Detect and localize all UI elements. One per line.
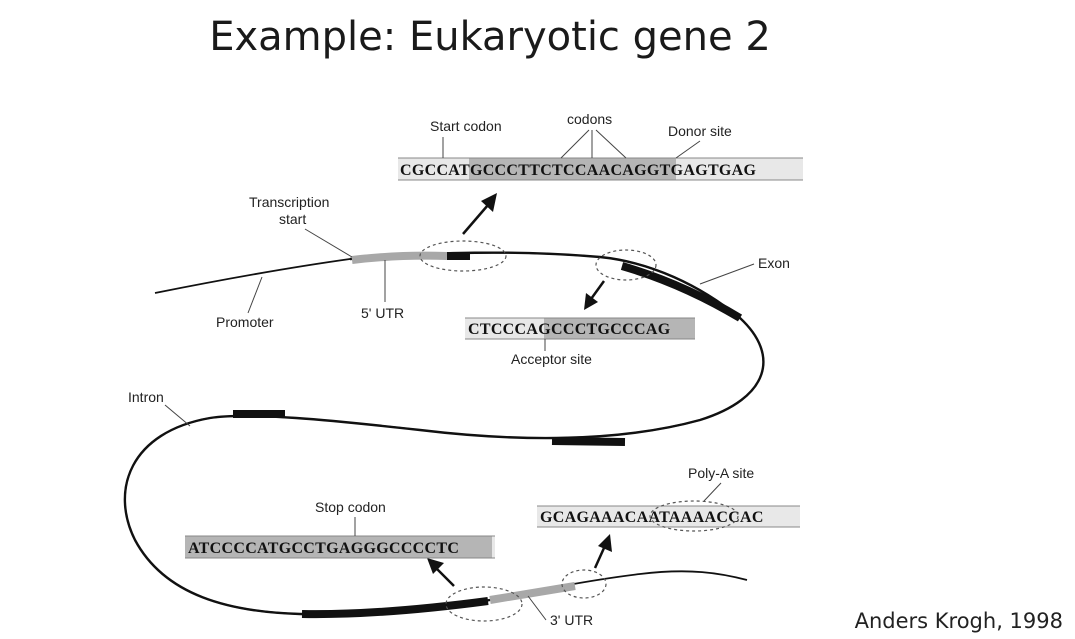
label-utr3: 3' UTR	[550, 612, 593, 628]
label-codons: codons	[567, 111, 612, 127]
stop-sequence: ATCCCCATGCCTGAGGGCCCCTC	[188, 540, 459, 557]
label-exon: Exon	[758, 255, 790, 271]
exon-3	[551, 437, 626, 446]
polya-sequence-panel: GCAGAAACAATAAAACCAC	[537, 505, 800, 528]
donor-oval	[595, 249, 657, 281]
polya-site-oval	[649, 500, 739, 532]
utr3-segment	[489, 582, 576, 604]
label-promoter: Promoter	[216, 314, 274, 330]
slide-title: Example: Eukaryotic gene 2	[209, 14, 771, 60]
credit-attribution: Anders Krogh, 1998	[854, 609, 1063, 633]
label-acceptor-site: Acceptor site	[511, 351, 592, 367]
stop-sequence-panel: ATCCCCATGCCTGAGGGCCCCTC	[185, 535, 495, 559]
acceptor-sequence-panel: CTCCCAGCCCTGCCCAG	[465, 317, 695, 340]
label-utr5: 5' UTR	[361, 305, 404, 321]
start-oval	[419, 240, 507, 272]
label-donor-site: Donor site	[668, 123, 732, 139]
exon-5	[301, 597, 489, 619]
label-transcription-start-line1: Transcription	[249, 194, 329, 210]
polya-sequence: GCAGAAACAATAAAACCAC	[540, 509, 764, 526]
arrow-to-polya-seq	[593, 534, 612, 569]
transcribed-strand	[123, 251, 765, 616]
label-poly-a-site: Poly-A site	[688, 465, 754, 481]
arrow-to-start-seq	[462, 193, 497, 235]
label-stop-codon: Stop codon	[315, 499, 386, 515]
exon-2	[620, 262, 743, 322]
label-start-codon: Start codon	[430, 118, 502, 134]
polya-oval	[561, 569, 607, 599]
label-transcription-start-line2: start	[279, 211, 306, 227]
utr5-segment	[351, 251, 448, 264]
start-sequence-panel: CGCCATGCCCTTCTCCAACAGGTGAGTGAG	[398, 157, 803, 181]
arrow-to-acceptor-seq	[584, 280, 606, 310]
stop-oval	[445, 586, 523, 622]
start-sequence: CGCCATGCCCTTCTCCAACAGGTGAGTGAG	[400, 162, 757, 179]
label-intron: Intron	[128, 389, 164, 405]
arrow-to-stop-seq	[427, 558, 455, 587]
acceptor-sequence: CTCCCAGCCCTGCCCAG	[468, 321, 671, 338]
